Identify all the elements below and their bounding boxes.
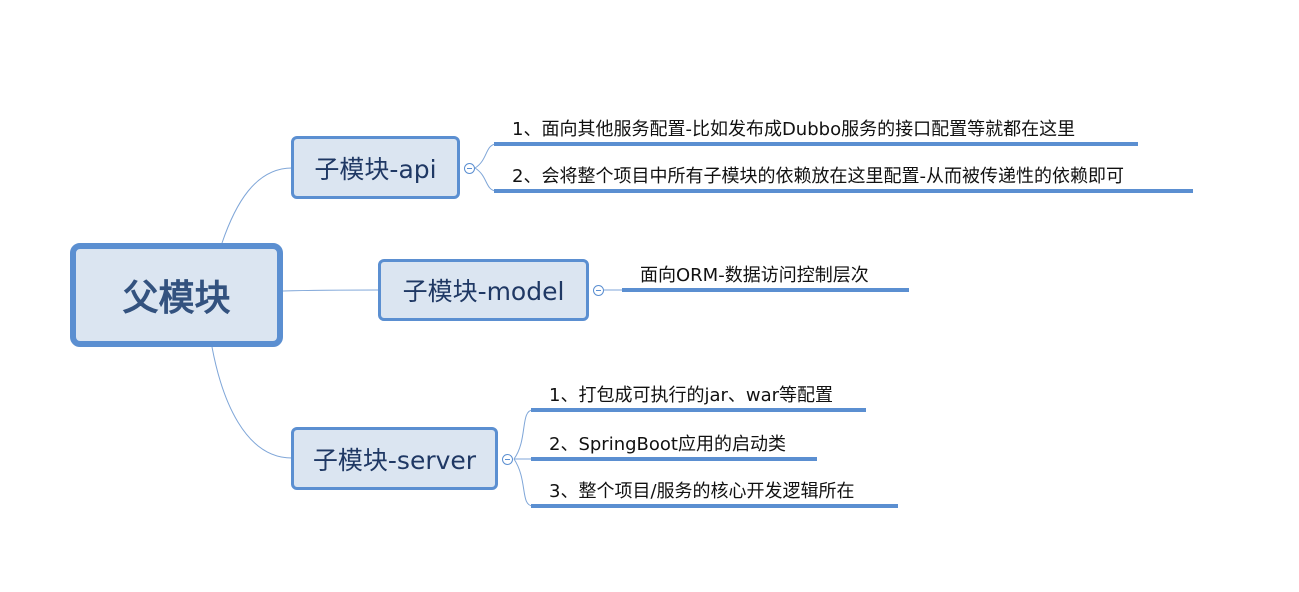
root-label: 父模块 — [122, 278, 231, 319]
child-node-server[interactable]: 子模块-server — [291, 427, 498, 490]
collapse-server-icon[interactable] — [502, 454, 513, 465]
child-label-api: 子模块-api — [314, 154, 437, 184]
leaf-model-1[interactable]: 面向ORM-数据访问控制层次 — [640, 265, 869, 286]
leaf-server-2[interactable]: 2、SpringBoot应用的启动类 — [549, 434, 786, 455]
child-label-server: 子模块-server — [312, 445, 477, 475]
leaf-server-1[interactable]: 1、打包成可执行的jar、war等配置 — [549, 385, 834, 406]
child-node-api[interactable]: 子模块-api — [291, 136, 460, 199]
leaf-api-2[interactable]: 2、会将整个项目中所有子模块的依赖放在这里配置-从而被传递性的依赖即可 — [512, 166, 1124, 187]
child-label-model: 子模块-model — [402, 277, 565, 306]
connector-root-server — [211, 346, 293, 459]
collapse-model-icon[interactable] — [593, 285, 604, 296]
child-node-model[interactable]: 子模块-model — [378, 259, 589, 321]
connector-api-leaf-2 — [474, 167, 497, 192]
root-node[interactable]: 父模块 — [70, 243, 283, 347]
connector-root-api — [221, 167, 293, 244]
connector-root-model — [282, 289, 380, 292]
leaf-api-1[interactable]: 1、面向其他服务配置-比如发布成Dubbo服务的接口配置等就都在这里 — [512, 119, 1076, 140]
connector-api-leaf-1 — [474, 143, 497, 169]
connector-server-leaf-1 — [513, 409, 534, 460]
leaf-server-3[interactable]: 3、整个项目/服务的核心开发逻辑所在 — [549, 481, 855, 502]
collapse-api-icon[interactable] — [464, 163, 475, 174]
connector-server-leaf-3 — [513, 458, 534, 507]
